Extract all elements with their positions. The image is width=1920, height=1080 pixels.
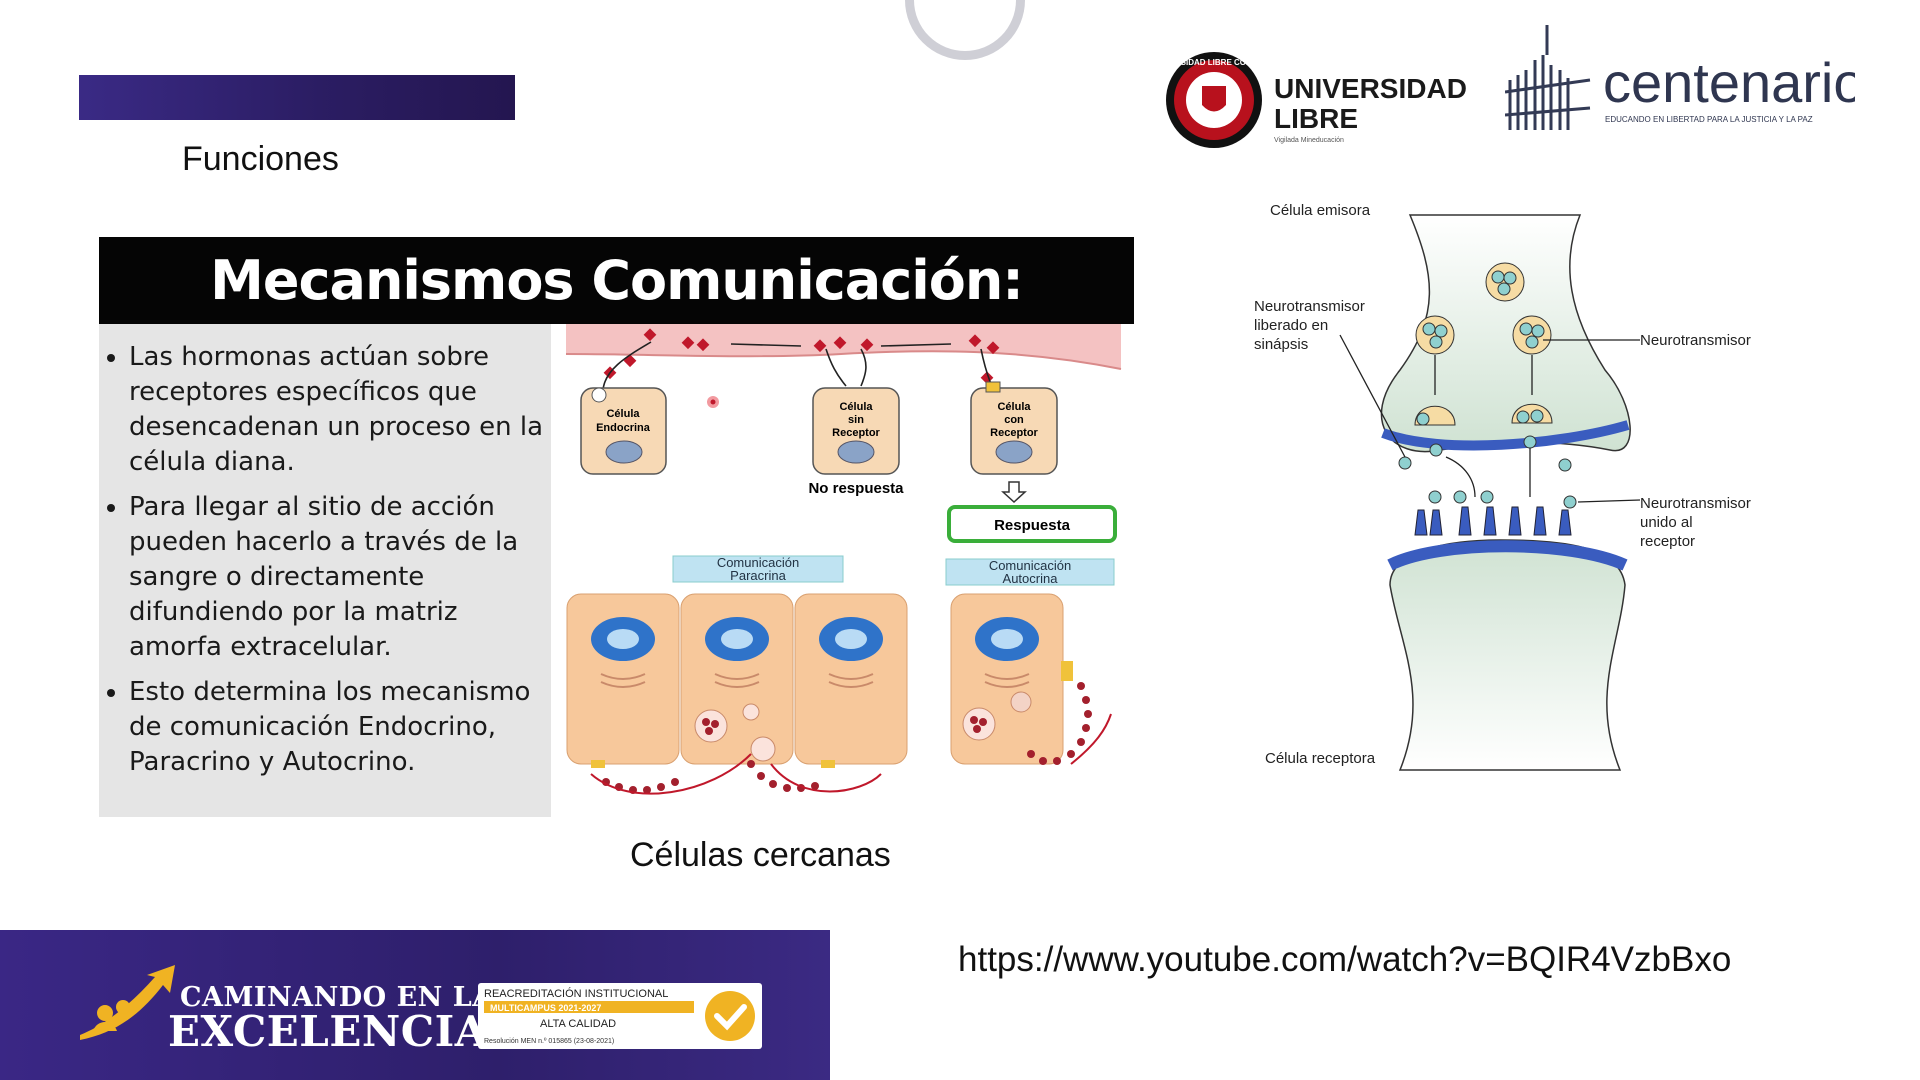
paracrine-box (672, 555, 844, 583)
response-label: Respuesta (994, 517, 1071, 534)
bullet-item: Esto determina los mecanismo de comunica… (129, 675, 547, 780)
autocrine-label: Comunicación (989, 558, 1071, 573)
universidad-libre-logo-svg: UNIVERSIDAD LIBRE COLOMBIA UNIVERSIDAD L… (1150, 52, 1467, 148)
flow-arrows (602, 341, 992, 393)
autocrine-label: Autocrina (1003, 571, 1059, 586)
section-title: Funciones (182, 140, 339, 178)
centenario-wordmark: centenario (1603, 51, 1855, 114)
synapse-diagram-svg: Célula emisora Neurotransmisor liberado … (1254, 202, 1751, 771)
bullet-item: Las hormonas actúan sobre receptores esp… (129, 340, 547, 480)
blood-vessel-wall (565, 350, 1122, 370)
released-label: Neurotransmisor (1254, 298, 1365, 315)
autocrine-box (945, 558, 1115, 586)
arrows (1339, 334, 1641, 503)
paracrine-label: Comunicación (717, 555, 799, 570)
acred-line2: MULTICAMPUS 2021-2027 (490, 1003, 601, 1013)
receptors (1414, 506, 1572, 536)
building-icon (1504, 25, 1591, 130)
seal-text: UNIVERSIDAD LIBRE COLOMBIA (1164, 58, 1278, 67)
centenario-tagline: EDUCANDO EN LIBERTAD PARA LA JUSTICIA Y … (1605, 115, 1813, 124)
down-arrow-icon (1001, 481, 1027, 504)
bullet-item: Para llegar al sitio de acción pueden ha… (129, 490, 547, 665)
video-url-link[interactable]: https://www.youtube.com/watch?v=BQIR4Vzb… (958, 940, 1732, 979)
accreditation-badge-svg: REACREDITACIÓN INSTITUCIONAL MULTICAMPUS… (484, 987, 755, 1045)
blood-vessel (566, 324, 1121, 369)
people-arrow-icon (80, 965, 175, 1040)
bound-label: unido al (1640, 514, 1693, 531)
acred-line4: Resolución MEN n.º 015865 (23-08-2021) (484, 1038, 614, 1045)
emitter-cell-label: Célula emisora (1270, 202, 1371, 219)
embedded-slide: Mecanismos Comunicación: Las hormonas ac… (99, 237, 1134, 817)
centenario-logo-svg: centenario EDUCANDO EN LIBERTAD PARA LA … (1504, 25, 1865, 130)
acred-line1: REACREDITACIÓN INSTITUCIONAL (484, 987, 668, 1000)
communication-diagram-svg: Célula Endocrina Célula sin Receptor No … (565, 324, 1122, 795)
title-accent-bar (79, 75, 515, 120)
cell-endocrine: Célula Endocrina (580, 387, 667, 475)
paracrine-tissue (566, 593, 908, 795)
slide-title: Mecanismos Comunicación: (99, 237, 1134, 324)
synapse-diagram: Célula emisora Neurotransmisor liberado … (1240, 195, 1800, 785)
cell-label: Receptor (990, 427, 1038, 439)
cell-label: Receptor (832, 427, 880, 439)
universidad-tagline: Vigilada Mineducación (1274, 137, 1344, 144)
no-response-label: No respuesta (808, 480, 904, 497)
decorative-ring (905, 0, 1025, 60)
cell-label: Endocrina (596, 422, 651, 434)
bound-label: receptor (1640, 533, 1695, 550)
communication-diagram: Célula Endocrina Célula sin Receptor No … (551, 324, 1134, 817)
accreditation-badge: REACREDITACIÓN INSTITUCIONAL MULTICAMPUS… (478, 983, 762, 1049)
released-label: sinápsis (1254, 336, 1308, 353)
footer-slogan-line1: CAMINANDO EN LA (180, 982, 494, 1013)
check-badge-icon (705, 991, 755, 1041)
acred-line3: ALTA CALIDAD (540, 1018, 616, 1030)
presynaptic-membrane (1381, 420, 1630, 451)
centenario-logo: centenario EDUCANDO EN LIBERTAD PARA LA … (1504, 20, 1865, 145)
cell-label: con (1004, 414, 1024, 426)
postsynaptic-terminal (1389, 539, 1626, 771)
cell-label: Célula (839, 401, 873, 413)
vesicles (1398, 262, 1577, 509)
cell-no-receptor: Célula sin Receptor (812, 387, 900, 475)
neurotransmitter-label: Neurotransmisor (1640, 332, 1751, 349)
cell-label: Célula (997, 401, 1031, 413)
bound-label: Neurotransmisor (1640, 495, 1751, 512)
figure-caption: Células cercanas (630, 836, 891, 874)
postsynaptic-membrane (1387, 540, 1628, 571)
response-box (947, 505, 1117, 543)
universidad-line2: LIBRE (1274, 103, 1358, 134)
cell-label: Célula (606, 408, 640, 420)
paracrine-label: Paracrina (730, 568, 786, 583)
universidad-libre-logo: UNIVERSIDAD LIBRE COLOMBIA UNIVERSIDAD L… (1150, 50, 1474, 150)
footer-slogan-line2: EXCELENCIA (168, 1007, 488, 1056)
slide-bullets: Las hormonas actúan sobre receptores esp… (107, 340, 547, 790)
autocrine-tissue (950, 593, 1112, 765)
receiver-cell-label: Célula receptora (1265, 750, 1376, 767)
cell-with-receptor: Célula con Receptor (970, 381, 1058, 475)
released-label: liberado en (1254, 317, 1328, 334)
cell-label: sin (848, 414, 864, 426)
universidad-line1: UNIVERSIDAD (1274, 73, 1467, 104)
